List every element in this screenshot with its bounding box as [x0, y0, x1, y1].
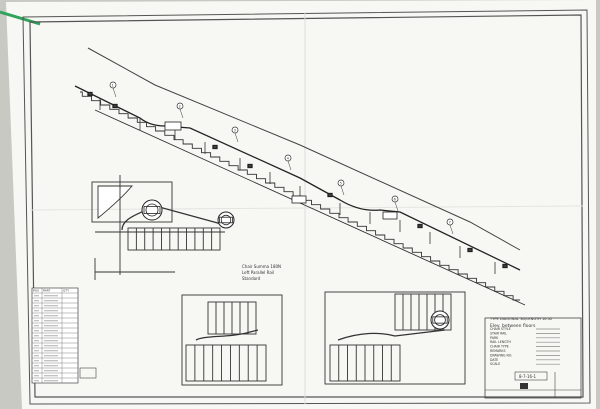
outer-border: [22, 9, 591, 405]
plan-view-top: [91, 175, 226, 280]
rail-supports: [99, 98, 496, 274]
landing-room: [91, 181, 173, 223]
title-heading: TYPE DIAGONAL 3D/LENGTH 16.32: [489, 317, 552, 321]
rail-bracket-3: [382, 211, 398, 220]
parts-list-table: POS PART QTY: [31, 287, 97, 384]
title-block-label: RAIL LENGTH: [490, 340, 511, 344]
callout-number: 7: [449, 220, 451, 224]
rail-marker: [212, 144, 218, 150]
title-block-label: STAIR RAIL: [490, 331, 507, 335]
stair-soffit: [94, 109, 526, 306]
chair-outline: [430, 310, 450, 330]
table-side-box: [79, 367, 97, 379]
chair-outline: [217, 211, 235, 229]
middle-flight-lower: [185, 344, 267, 382]
plan-note-2: Left Parallel Rail: [242, 270, 274, 275]
table-header: PART: [43, 289, 51, 293]
rail-line: [74, 85, 521, 271]
middle-rail: [195, 329, 259, 341]
callout-number: 3: [234, 128, 236, 132]
chair-seat: [220, 214, 232, 226]
sheet-id: 8-7-16-1: [519, 374, 537, 379]
middle-room: [181, 294, 283, 386]
plan-stair-flight: [127, 227, 221, 251]
title-block-label: PARK: [490, 336, 499, 340]
callout-number: 6: [394, 197, 396, 201]
rail-marker: [247, 163, 253, 169]
plan-note-1: Chair Summa 180N: [242, 264, 281, 269]
table-header: QTY: [63, 289, 69, 293]
rail-marker: [467, 247, 473, 253]
callout-leader: [449, 224, 454, 235]
chair-icon: [141, 199, 163, 221]
sheet-id-box: [514, 371, 548, 381]
fold-line-horizontal: [29, 205, 584, 211]
callout-number: 2: [179, 104, 181, 108]
rail-bracket-2: [291, 195, 307, 204]
chair-arms: [432, 316, 448, 324]
table-header: POS: [33, 289, 39, 293]
title-block-label: DRAWING NO.: [490, 353, 512, 357]
paper-sheet: [6, 0, 596, 409]
lift-rail: [74, 85, 521, 271]
right-rail: [337, 329, 446, 341]
inner-border: [29, 14, 584, 398]
callout-leader: [340, 185, 345, 196]
title-block-label: DATE: [490, 358, 498, 362]
door-swing: [97, 185, 133, 219]
rail-marker: [327, 192, 333, 198]
callout-group: 1 2 3 4 5 6 7: [109, 81, 454, 235]
elevation-caption: Elev. between floors: [490, 323, 536, 329]
rail-marker: [87, 91, 93, 97]
title-block: TYPE DIAGONAL 3D/LENGTH 16.32 CHAIR STYL…: [484, 317, 582, 399]
title-block-label: CHAIR TYPE: [490, 345, 509, 349]
title-block-label: REMARKS: [490, 349, 506, 353]
right-room: [324, 291, 466, 385]
chair-arms: [219, 216, 233, 224]
callout-number: 4: [287, 156, 290, 160]
callout-leader: [234, 132, 239, 143]
title-block-label: CHAIR STYLE: [490, 327, 511, 331]
callout-leader: [112, 87, 117, 98]
callout-leader: [287, 160, 292, 171]
chair-outline: [141, 199, 163, 221]
chair-seat: [145, 203, 159, 217]
plan-view-middle: [181, 294, 283, 386]
callout-number: 5: [340, 181, 342, 185]
wall-line: [87, 47, 521, 251]
rail-marker: [502, 263, 508, 269]
chair-icon: [217, 211, 235, 229]
chair-icon: [430, 310, 450, 330]
title-block-label: SCALE: [490, 362, 500, 366]
chair-arms: [143, 206, 161, 214]
right-landing: [394, 293, 452, 331]
plan-note-3: Standard: [242, 276, 261, 281]
callout-leader: [179, 108, 184, 119]
chair-seat: [434, 314, 446, 326]
callout-number: 1: [112, 83, 114, 87]
rail-bracket-1: [164, 121, 182, 131]
callout-leader: [394, 201, 399, 212]
company-logo: [520, 383, 528, 389]
rail-marker: [417, 223, 423, 229]
title-block-frame: [484, 317, 582, 399]
rail-marker: [112, 103, 118, 109]
